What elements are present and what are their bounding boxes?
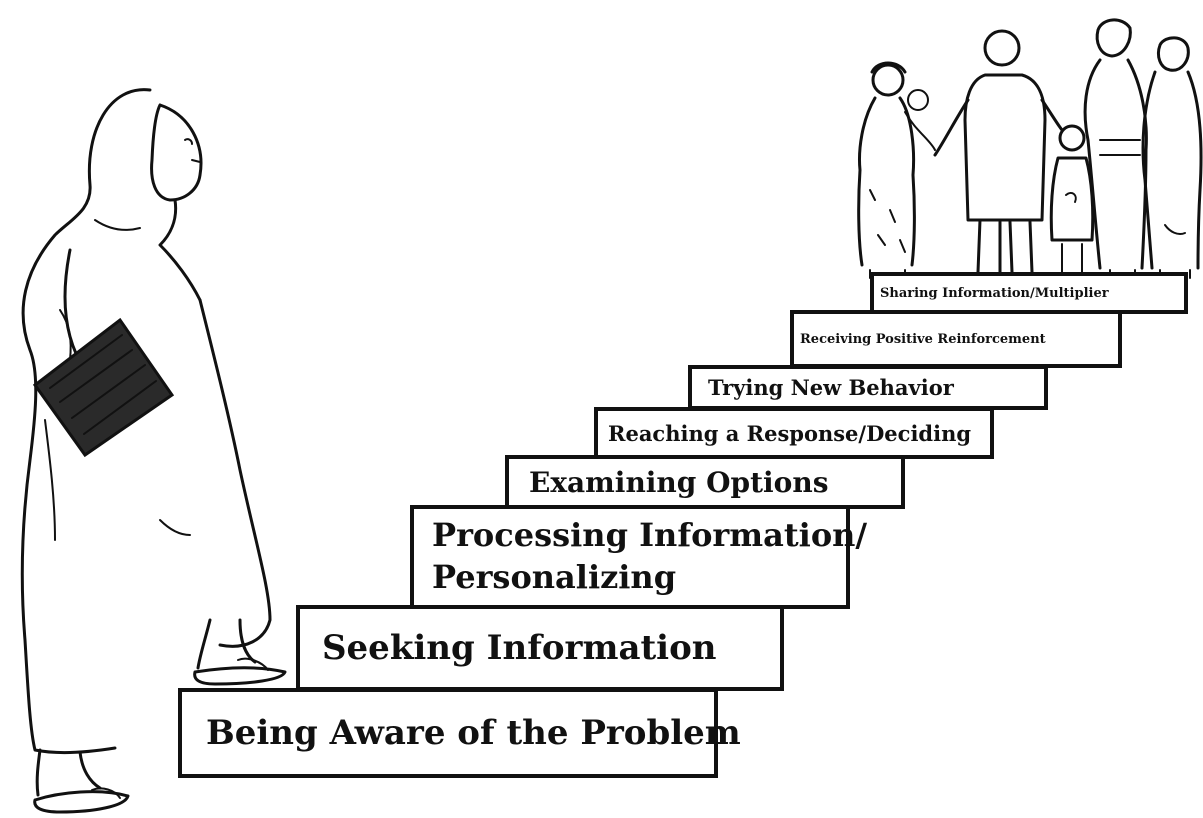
step-reaching-response: Reaching a Response/Deciding — [594, 407, 994, 459]
woman-climbing-stairs-illustration — [20, 88, 287, 814]
step-trying-new-behavior: Trying New Behavior — [688, 365, 1048, 410]
step-label: Reaching a Response/Deciding — [608, 420, 972, 446]
step-being-aware: Being Aware of the Problem — [178, 688, 741, 778]
family-group-illustration — [857, 18, 1203, 279]
step-seeking-information: Seeking Information — [296, 605, 784, 691]
step-label: Trying New Behavior — [708, 375, 954, 400]
book-icon — [32, 317, 175, 458]
step-receiving-reinforcement: Receiving Positive Reinforcement — [790, 310, 1122, 368]
step-label: Processing Information/ — [432, 516, 868, 555]
step-label: Seeking Information — [322, 628, 717, 668]
step-label-line-2: Personalizing — [432, 558, 677, 596]
step-label: Examining Options — [529, 465, 829, 499]
step-label: Being Aware of the Problem — [206, 713, 741, 753]
step-examining-options: Examining Options — [505, 455, 905, 509]
step-sharing-information: Sharing Information/Multiplier — [870, 272, 1188, 314]
step-label: Receiving Positive Reinforcement — [800, 331, 1046, 347]
step-label: Sharing Information/Multiplier — [880, 285, 1109, 301]
step-processing-information: Processing Information/ Personalizing — [410, 505, 867, 609]
